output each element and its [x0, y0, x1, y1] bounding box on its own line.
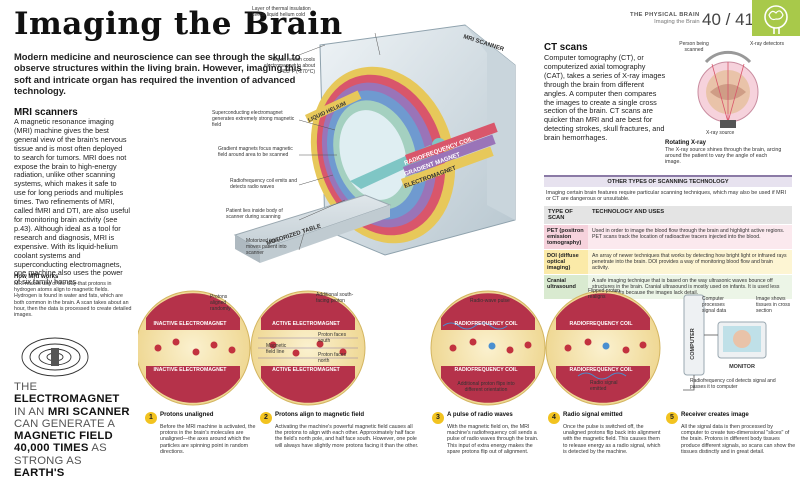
scan-types-table: OTHER TYPES OF SCANNING TECHNOLOGY Imagi…: [544, 175, 792, 300]
table-intro: Imaging certain brain features require p…: [546, 190, 787, 203]
rotating-xray-heading: Rotating X-ray: [665, 140, 707, 146]
c3-top-label: RADIOFREQUENCY COIL: [454, 321, 518, 327]
how-mri-body: MRI makes use of the way that protons in…: [14, 281, 132, 319]
table-col-uses: TECHNOLOGY AND USES: [592, 208, 665, 215]
table-title: OTHER TYPES OF SCANNING TECHNOLOGY: [544, 175, 792, 187]
ct-scanner-diagram: [697, 50, 759, 128]
section-tab: [752, 0, 800, 36]
rf-coil-label: Radiofrequency coil emits and detects ra…: [230, 178, 297, 190]
ct-body: Computer tomography (CT), or computerize…: [544, 53, 666, 143]
how-mri-heading: How MRI works: [14, 274, 59, 280]
computer-label: COMPUTER: [690, 328, 696, 360]
person-scanned-label: Person being scanned: [679, 41, 709, 53]
c4-bottom-label: RADIOFREQUENCY COIL: [569, 367, 633, 373]
c4-realigns-label: Flipped proton realigns: [588, 288, 620, 300]
brain-head-icon: [764, 5, 788, 34]
mri-body: A magnetic resonance imaging (MRI) machi…: [14, 117, 130, 287]
running-section: THE PHYSICAL BRAIN: [630, 12, 700, 18]
mri-scanner-illustration: RADIOFREQUENCY COIL GRADIENT MAGNET ELEC…: [233, 24, 516, 263]
running-header: THE PHYSICAL BRAIN Imaging the Brain: [630, 12, 700, 26]
c1-top-label: INACTIVE ELECTROMAGNET: [153, 321, 227, 327]
xray-source-label: X-ray source: [706, 130, 735, 136]
computer-processes-label: Computer processes signal data: [702, 296, 727, 314]
c3-bottom-label: RADIOFREQUENCY COIL: [454, 367, 518, 373]
image-shows-label: Image shows tissues in cross section: [756, 296, 791, 314]
patient-lies-label: Patient lies inside body of scanner duri…: [226, 208, 283, 220]
page-numbers: 40 / 41: [702, 10, 754, 29]
mri-process-circles: COMPUTER MONITOR: [138, 290, 767, 406]
c2-field-line: Magnetic field line: [266, 343, 287, 355]
c2-south-label: Additional south-facing proton: [316, 292, 354, 304]
mri-heading: MRI scanners: [14, 107, 78, 118]
table-col-type: TYPE OF SCAN: [548, 208, 573, 221]
c2-faces-north: Proton faces north: [318, 352, 347, 364]
xray-detectors-label: X-ray detectors: [750, 41, 784, 47]
c1-note: Protons aligned randomly: [210, 294, 231, 312]
superconducting-label: Superconducting electromagnet generates …: [212, 110, 295, 128]
running-subsection: Imaging the Brain: [654, 19, 700, 25]
thermal-insulation-label: Layer of thermal insulation keeps liquid…: [252, 6, 311, 18]
rotating-xray-body: The X-ray source shines through the brai…: [665, 147, 782, 166]
gradient-magnets-label: Gradient magnets focus magnetic field ar…: [218, 146, 293, 158]
c4-signal-label: Radio signal emitted: [590, 380, 618, 392]
ct-heading: CT scans: [544, 42, 588, 53]
c1-bottom-label: INACTIVE ELECTROMAGNET: [153, 367, 227, 373]
monitor-label: MONITOR: [729, 364, 755, 370]
motorized-moves-label: Motorized table moves patient into scann…: [246, 238, 287, 256]
c2-faces-south: Proton faces south: [318, 332, 347, 344]
page-title: Imaging the Brain: [14, 6, 343, 42]
rf-detects-label: Radiofrequency coil detects signal and p…: [690, 378, 776, 390]
c4-top-label: RADIOFREQUENCY COIL: [569, 321, 633, 327]
liquid-helium-cools-label: Liquid helium cools electromagnet to abo…: [263, 57, 315, 75]
table-header: TYPE OF SCAN TECHNOLOGY AND USES: [544, 205, 792, 224]
c2-bottom-label: ACTIVE ELECTROMAGNET: [272, 367, 340, 373]
table-row: PET (positron emission tomography) Used …: [544, 223, 792, 249]
intro-text: Modern medicine and neuroscience can see…: [14, 51, 302, 96]
magnetic-field-icon: [21, 337, 89, 377]
c3-pulse-label: Radio-wave pulse: [470, 298, 510, 304]
c3-flip-label: Additional proton flips into different o…: [457, 381, 515, 393]
table-row: DOI (diffuse optical imaging) An array o…: [544, 248, 792, 274]
pull-quote: THE ELECTROMAGNET IN AN MRI SCANNER CAN …: [14, 381, 130, 478]
c2-top-label: ACTIVE ELECTROMAGNET: [272, 321, 340, 327]
